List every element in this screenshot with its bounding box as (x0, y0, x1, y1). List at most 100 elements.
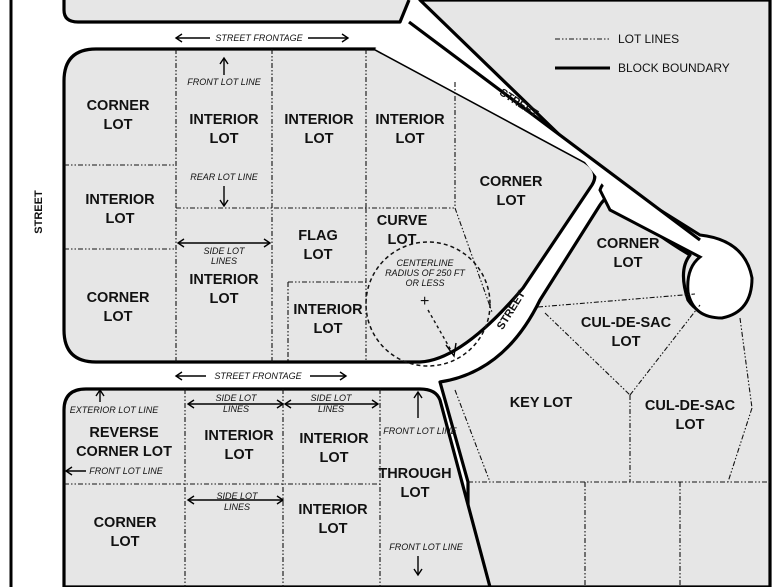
lot-label-interior-left-mid: INTERIOR LOT (85, 192, 155, 227)
front-lot-line-through-bottom-label: FRONT LOT LINE (389, 542, 464, 552)
lot-label-interior-2: INTERIOR LOT (284, 112, 354, 147)
label-line: INTERIOR (189, 272, 259, 288)
label-line: INTERIOR (284, 112, 354, 128)
label-line: CUL-DE-SAC (581, 315, 672, 331)
top-block-edge (62, 0, 411, 24)
label-line: CORNER (87, 98, 150, 114)
lot-label-interior-under-flag: INTERIOR LOT (293, 302, 363, 337)
lot-label-cul-de-sac-1: CUL-DE-SAC LOT (581, 315, 672, 350)
label-line: LOT (497, 193, 526, 209)
lot-label-corner-top-left: CORNER LOT (87, 98, 150, 133)
label-line: SIDE LOT (216, 491, 259, 501)
upper-lot-lines (64, 49, 493, 362)
label-line: LOT (104, 117, 133, 133)
street-frontage-mid-label: STREET FRONTAGE (214, 371, 302, 381)
lot-label-corner-cul: CORNER LOT (597, 236, 660, 271)
street-frontage-top-label: STREET FRONTAGE (215, 33, 303, 43)
lot-label-curve: CURVE LOT (377, 213, 428, 248)
label-line: LOT (210, 291, 239, 307)
label-line: KEY LOT (510, 395, 573, 411)
label-line: LOT (676, 417, 705, 433)
label-line: LINES (223, 404, 249, 414)
front-lot-line-reverse-label: FRONT LOT LINE (89, 466, 164, 476)
label-line: INTERIOR (375, 112, 445, 128)
label-line: CURVE (377, 213, 428, 229)
right-lot-lines (454, 293, 770, 587)
label-line: LOT (612, 334, 641, 350)
radius-arrowhead (445, 342, 457, 358)
centerline-radius-circle (365, 241, 491, 367)
legend: LOT LINES BLOCK BOUNDARY (555, 32, 730, 75)
street-label-left: STREET (33, 190, 45, 234)
legend-lot-lines-label: LOT LINES (618, 32, 679, 46)
label-line: CENTERLINE (396, 258, 454, 268)
label-line: LOT (225, 447, 254, 463)
lot-label-key: KEY LOT (510, 395, 573, 411)
label-line: CUL-DE-SAC (645, 398, 736, 414)
legend-block-boundary-label: BLOCK BOUNDARY (618, 61, 730, 75)
label-line: SIDE LOT (215, 393, 258, 403)
label-line: INTERIOR (299, 431, 369, 447)
label-line: INTERIOR (293, 302, 363, 318)
lot-label-interior-b3: INTERIOR LOT (298, 502, 368, 537)
label-line: INTERIOR (85, 192, 155, 208)
label-line: CORNER (480, 174, 543, 190)
lot-label-corner-bottom-left-upper: CORNER LOT (87, 290, 150, 325)
label-line: LOT (614, 255, 643, 271)
label-line: FLAG (298, 228, 337, 244)
label-line: LOT (314, 321, 343, 337)
lot-label-interior-b1: INTERIOR LOT (204, 428, 274, 463)
label-line: LOT (104, 309, 133, 325)
lower-lot-lines (64, 389, 381, 587)
front-lot-line-top-label: FRONT LOT LINE (187, 77, 262, 87)
front-lot-line-through-top-label: FRONT LOT LINE (383, 426, 458, 436)
annotations: STREET FRONTAGE FRONT LOT LINE REAR LOT … (64, 33, 466, 577)
label-line: LINES (224, 502, 250, 512)
label-line: LOT (319, 521, 348, 537)
circle-center-marker: + (420, 293, 429, 310)
diagonal-street-band (375, 22, 700, 240)
lot-label-corner-bottom: CORNER LOT (94, 515, 157, 550)
label-line: LOT (388, 232, 417, 248)
label-line: CORNER (87, 290, 150, 306)
label-line: INTERIOR (298, 502, 368, 518)
label-line: LOT (111, 534, 140, 550)
radius-line (427, 309, 453, 353)
upper-block-boundary (62, 47, 597, 364)
label-line: LINES (211, 256, 237, 266)
label-line: REVERSE (89, 425, 159, 441)
label-line: SIDE LOT (203, 246, 246, 256)
label-line: THROUGH (378, 466, 451, 482)
lot-label-through: THROUGH LOT (378, 466, 451, 501)
lot-label-reverse-corner: REVERSE CORNER LOT (76, 425, 172, 460)
label-line: INTERIOR (204, 428, 274, 444)
label-line: LOT (305, 131, 334, 147)
label-line: SIDE LOT (310, 393, 353, 403)
label-line: LOT (401, 485, 430, 501)
label-line: LOT (396, 131, 425, 147)
lot-label-interior-3: INTERIOR LOT (375, 112, 445, 147)
lot-labels: CORNER LOT INTERIOR LOT INTERIOR LOT INTERI… (76, 98, 736, 550)
label-line: LOT (106, 211, 135, 227)
label-line: CORNER (597, 236, 660, 252)
label-line: RADIUS OF 250 FT (385, 268, 466, 278)
exterior-lot-line-label: EXTERIOR LOT LINE (70, 405, 160, 415)
label-line: LOT (320, 450, 349, 466)
label-line: LOT (210, 131, 239, 147)
label-line: CORNER (94, 515, 157, 531)
street-edge-upper (408, 20, 701, 242)
lot-label-corner-right: CORNER LOT (480, 174, 543, 209)
lot-label-interior-lower: INTERIOR LOT (189, 272, 259, 307)
rear-lot-line-label: REAR LOT LINE (190, 172, 259, 182)
label-line: OR LESS (405, 278, 444, 288)
label-line: CORNER LOT (76, 444, 172, 460)
lot-label-cul-de-sac-2: CUL-DE-SAC LOT (645, 398, 736, 433)
